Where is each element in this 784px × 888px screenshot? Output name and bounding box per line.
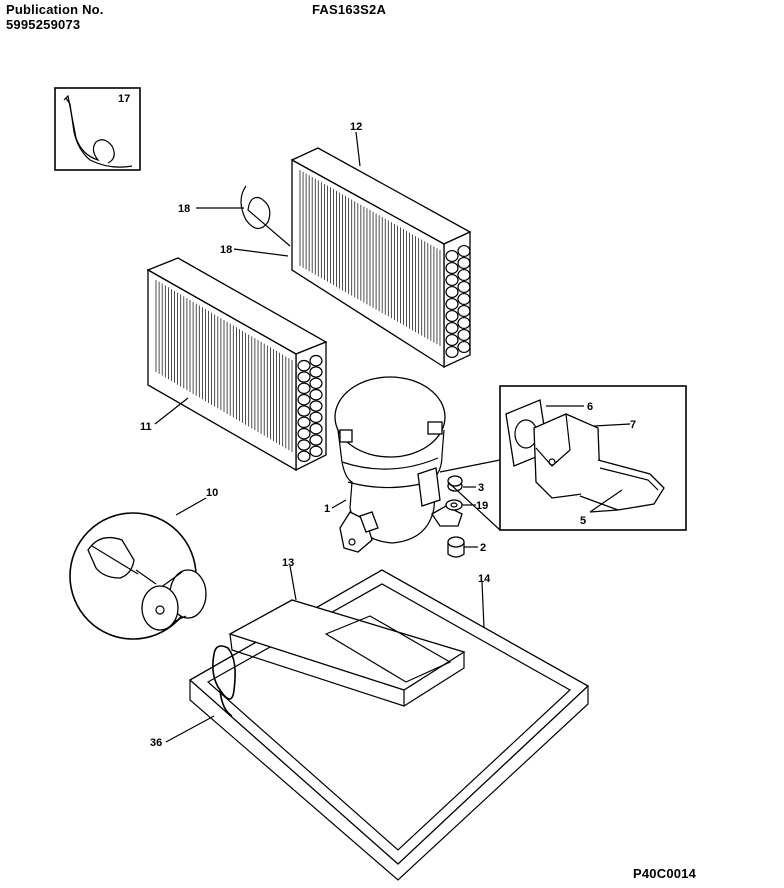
base-pan [188, 569, 590, 881]
callout-1: 1 [324, 503, 330, 515]
callout-10: 10 [206, 487, 218, 499]
callout-3: 3 [478, 482, 484, 494]
diagram-code: P40C0014 [633, 866, 697, 881]
condenser-coil [290, 147, 472, 369]
callout-11: 11 [140, 421, 152, 433]
callout-18-tube: 18 [220, 244, 232, 256]
drain-hose [212, 645, 236, 717]
publication-label: Publication No. [6, 2, 104, 17]
callout-13: 13 [282, 557, 294, 569]
publication-number: 5995259073 [6, 17, 81, 32]
evaporator-coil [146, 257, 328, 472]
callout-2: 2 [480, 542, 486, 554]
compressor [334, 376, 463, 553]
callout-14: 14 [478, 573, 491, 585]
mount-foot [447, 536, 465, 558]
callout-36: 36 [150, 737, 162, 749]
callout-19: 19 [476, 500, 488, 512]
sensor-bulb [240, 185, 291, 247]
callout-7: 7 [630, 419, 636, 431]
model-number: FAS163S2A [312, 2, 387, 17]
grommet [447, 475, 463, 492]
callout-18-bulb: 18 [178, 203, 190, 215]
drain-tray [228, 599, 466, 707]
callout-5: 5 [580, 515, 586, 527]
callout-12: 12 [350, 121, 362, 133]
leader-lines [154, 131, 631, 743]
terminal-cover-inset [439, 385, 687, 531]
capillary-tube-inset [54, 87, 141, 171]
overload-protector-inset [69, 512, 207, 640]
washer [445, 499, 463, 511]
callout-6: 6 [587, 401, 593, 413]
callout-17: 17 [118, 93, 130, 105]
